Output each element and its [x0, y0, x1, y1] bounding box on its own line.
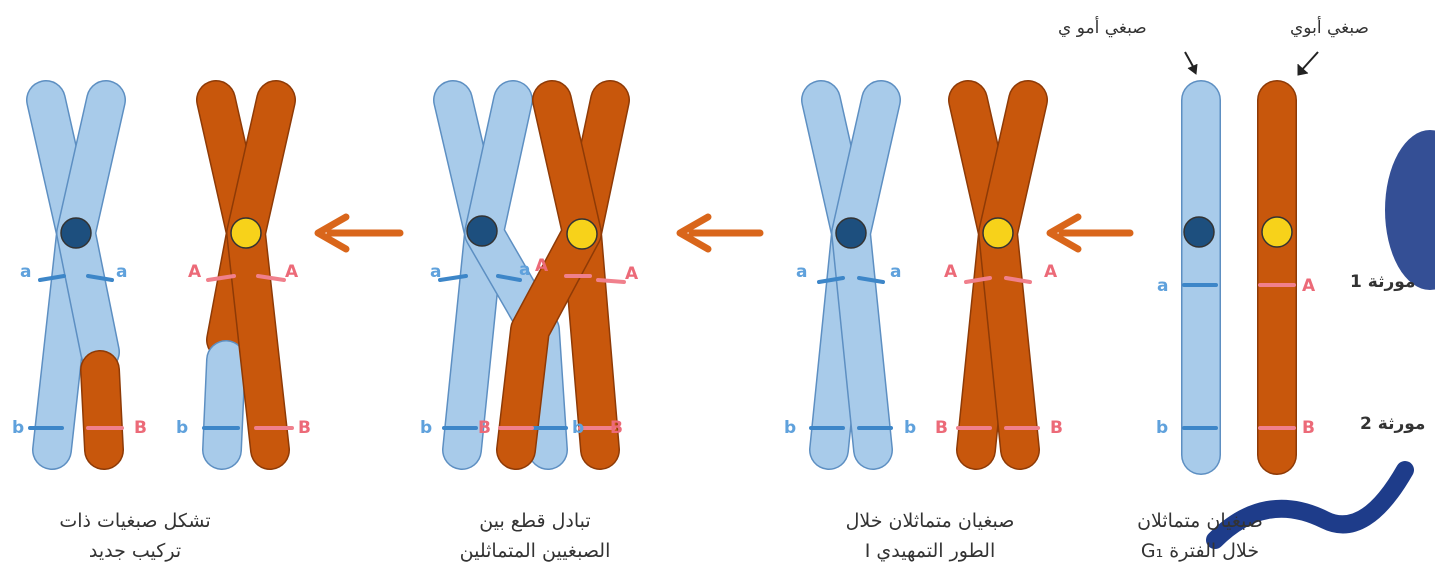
allele-b-label: b: [1156, 418, 1168, 438]
stage-4-caption: تشكل صبغيات ذات تركيب جديد: [20, 506, 250, 566]
allele-a-label: a: [796, 262, 807, 282]
allele-B-label: B: [935, 418, 948, 438]
chromosome-drawing: [30, 52, 1318, 455]
allele-a-label: a: [20, 262, 31, 282]
allele-b-label: b: [572, 418, 584, 438]
allele-B-label: B: [610, 418, 623, 438]
allele-a-label: a: [890, 262, 901, 282]
stage-2-line-1: صبغيان متماثلان خلال: [770, 506, 1090, 536]
stage-2-caption: صبغيان متماثلان خلال الطور التمهيدي I: [770, 506, 1090, 566]
allele-B-label: B: [1050, 418, 1063, 438]
stage-3-line-2: الصبغيين المتماثلين: [410, 536, 660, 566]
centromere: [61, 218, 91, 248]
centromere: [231, 218, 261, 248]
chromatid-right: [998, 100, 1028, 450]
stage-1-line-1: صبغيان متماثلان: [1120, 506, 1280, 536]
allele-B-label: B: [298, 418, 311, 438]
allele-B-label: B: [134, 418, 147, 438]
allele-b-label: b: [904, 418, 916, 438]
allele-B-label: B: [478, 418, 491, 438]
allele-A-label: A: [1044, 262, 1057, 282]
chromatid-left: [453, 100, 484, 450]
gene-band: [598, 280, 624, 282]
allele-a-label: a: [1157, 276, 1168, 296]
allele-a-label: a: [519, 260, 530, 280]
chromatid-right-recombinant: [100, 370, 104, 450]
chromatid-right: [851, 100, 881, 450]
paternal-chromosome-label: صبغي أبوي: [1290, 18, 1369, 38]
centromere: [1262, 217, 1292, 247]
stage-4-line-2: تركيب جديد: [20, 536, 250, 566]
centromere: [567, 219, 597, 249]
stage-1-caption: صبغيان متماثلان خلال الفترة G₁: [1120, 506, 1280, 566]
chromatid-left-recombinant: [222, 360, 226, 450]
allele-b-label: b: [784, 418, 796, 438]
allele-A-label: A: [188, 262, 201, 282]
allele-a-label: a: [116, 262, 127, 282]
stage-2-line-2: الطور التمهيدي I: [770, 536, 1090, 566]
allele-b-label: b: [420, 418, 432, 438]
stage-4-line-1: تشكل صبغيات ذات: [20, 506, 250, 536]
centromere: [836, 218, 866, 248]
stage-3-caption: تبادل قطع بين الصبغيين المتماثلين: [410, 506, 660, 566]
allele-A-label: A: [625, 264, 638, 284]
allele-b-label: b: [176, 418, 188, 438]
allele-A-label: A: [285, 262, 298, 282]
allele-a-label: a: [430, 262, 441, 282]
locus-2-label: مورثة 2: [1360, 414, 1425, 434]
maternal-chromosome-label: صبغي أمو ي: [1058, 18, 1147, 38]
allele-A-label: A: [944, 262, 957, 282]
allele-A-label: A: [1302, 276, 1315, 296]
allele-A-label: A: [535, 256, 548, 276]
centromere: [1184, 217, 1214, 247]
stage-3-line-1: تبادل قطع بين: [410, 506, 660, 536]
centromere: [983, 218, 1013, 248]
locus-1-label: مورثة 1: [1350, 272, 1415, 292]
stage-1-line-2: خلال الفترة G₁: [1120, 536, 1280, 566]
allele-B-label: B: [1302, 418, 1315, 438]
centromere: [467, 216, 497, 246]
allele-b-label: b: [12, 418, 24, 438]
